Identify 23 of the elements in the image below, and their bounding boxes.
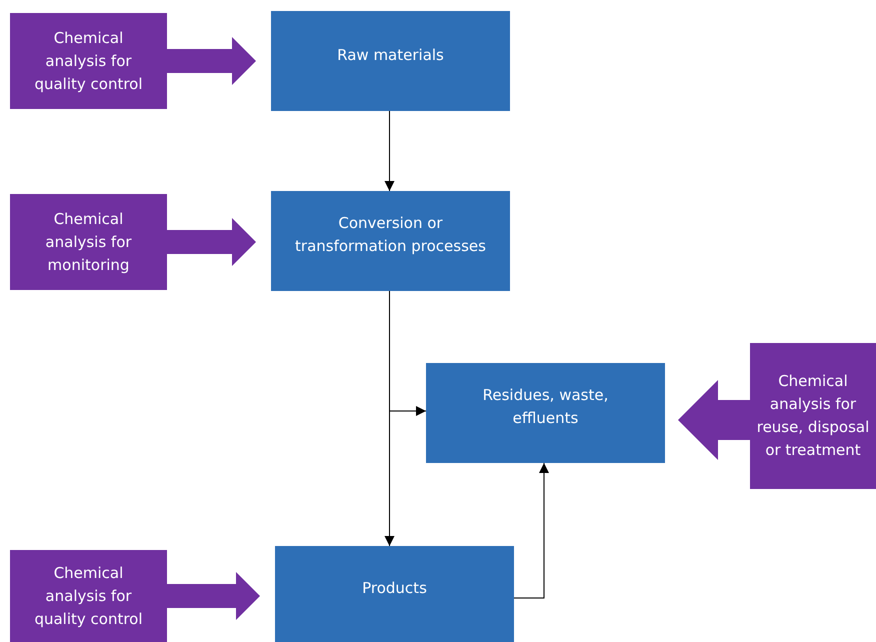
arrow — [514, 462, 549, 598]
node-label: Chemical analysis for monitoring — [44, 208, 133, 276]
node-label: Raw materials — [337, 44, 444, 66]
process-box — [271, 191, 510, 291]
process-box — [271, 11, 510, 111]
node-label: Chemical analysis for quality control — [33, 562, 144, 630]
analysis-box — [750, 343, 876, 489]
analysis-box — [10, 13, 167, 109]
node-label: Chemical analysis for quality control — [33, 28, 144, 94]
block-arrow — [167, 572, 260, 620]
arrow — [389, 290, 426, 416]
process-box — [275, 546, 514, 642]
node-label: Chemical analysis for reuse, disposal or treatment — [756, 371, 870, 461]
arrow — [384, 110, 394, 192]
block-arrow — [167, 37, 256, 85]
analysis-box — [10, 550, 167, 642]
node-label: Conversion or transformation processes — [294, 213, 487, 257]
block-arrow — [678, 380, 750, 460]
block-arrow — [167, 218, 256, 266]
node-label: Residues, waste, effluents — [482, 385, 610, 429]
analysis-box — [10, 194, 167, 290]
process-box — [426, 363, 665, 463]
node-label: Products — [362, 578, 427, 598]
